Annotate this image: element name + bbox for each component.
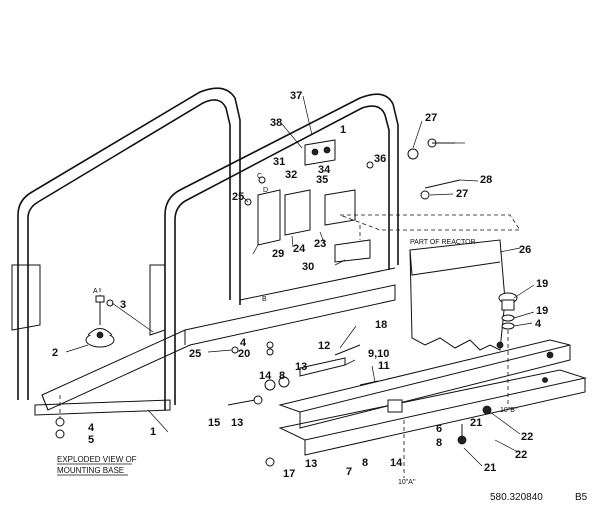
callout-5: 5 <box>88 434 94 446</box>
callout-4-left: 4 <box>88 422 95 434</box>
callout-14-upper: 14 <box>259 370 272 382</box>
tubular-frame <box>11 87 399 410</box>
callout-38: 38 <box>270 117 282 129</box>
callout-16: 17 <box>283 468 295 480</box>
callout-24: 24 <box>293 243 306 255</box>
rail-channel <box>278 339 587 456</box>
callout-21-lower: 22 <box>521 431 533 443</box>
callout-8-lower: 8 <box>362 457 368 469</box>
callout-22: 22 <box>515 449 527 461</box>
part-of-reactor-label: PART OF REACTOR <box>410 239 476 246</box>
callout-4-mid: 4 <box>240 337 247 349</box>
callout-31: 32 <box>285 169 297 181</box>
caption: EXPLODED VIEW OF MOUNTING BASE <box>57 455 137 476</box>
axis-label-a: A <box>93 288 98 295</box>
callout-9-10: 9,10 <box>368 348 389 360</box>
callout-11: 11 <box>378 360 390 372</box>
callout-26: 26 <box>519 244 531 256</box>
callout-14-lower: 14 <box>390 457 403 469</box>
callout-8-right: 8 <box>436 437 442 449</box>
upper-right-hardware <box>244 138 461 206</box>
callout-30: 31 <box>273 156 285 168</box>
part-number: 580.320840 <box>490 492 543 503</box>
callout-1-lower: 1 <box>150 426 156 438</box>
callout-21-upper: 21 <box>470 417 482 429</box>
callout-27-lower: 27 <box>456 188 468 200</box>
callout-36: 36 <box>374 153 386 165</box>
caption-line-2: MOUNTING BASE <box>57 466 124 475</box>
axis-label-10a: 10"A" <box>398 479 416 486</box>
callout-1-upper: 1 <box>340 124 346 136</box>
callout-12: 12 <box>318 340 330 352</box>
callout-32: 30 <box>302 261 314 273</box>
callout-17: 18 <box>375 319 387 331</box>
callout-34: 34 <box>318 164 331 176</box>
callout-33: 37 <box>290 90 302 102</box>
lower-hardware <box>55 299 492 478</box>
right-mount-hardware <box>498 292 518 405</box>
callout-27-upper: 27 <box>425 112 437 124</box>
callout-7: 6 <box>436 423 442 435</box>
callout-23: 23 <box>314 238 326 250</box>
callout-3: 3 <box>120 299 126 311</box>
callout-15: 15 <box>208 417 220 429</box>
reactor <box>409 239 506 351</box>
callout-6: 7 <box>346 466 352 478</box>
mounting-base-plate <box>34 267 396 416</box>
callout-8-upper: 8 <box>279 370 285 382</box>
caption-line-1: EXPLODED VIEW OF <box>57 455 137 464</box>
callout-18: 19 <box>536 278 548 290</box>
callout-19-mid: 20 <box>238 348 250 360</box>
vibration-mount-left <box>85 288 115 348</box>
callout-2: 2 <box>52 347 58 359</box>
callout-20: 21 <box>484 462 496 474</box>
callout-4-right: 4 <box>535 318 542 330</box>
callout-labels: 37 38 1 34 36 35 31 C D 32 25 27 28 27 2… <box>52 90 548 486</box>
axis-label-d: D <box>263 187 268 194</box>
axis-label-c: C <box>257 173 262 180</box>
upper-brackets <box>257 139 521 263</box>
callout-19-right: 19 <box>536 305 548 317</box>
callout-13-upper: 13 <box>295 361 307 373</box>
axis-label-10b: 10"B" <box>500 407 518 414</box>
axis-label-b: B <box>262 296 267 303</box>
page-code: B5 <box>575 492 588 503</box>
callout-25-lower: 25 <box>189 348 201 360</box>
leader-lines <box>65 95 535 467</box>
callout-29: 29 <box>272 248 284 260</box>
callout-35: 35 <box>316 174 328 186</box>
callout-13-mid: 13 <box>231 417 243 429</box>
callout-13-lower: 13 <box>305 458 317 470</box>
callout-28: 28 <box>480 174 492 186</box>
callout-25-upper: 25 <box>232 191 244 203</box>
